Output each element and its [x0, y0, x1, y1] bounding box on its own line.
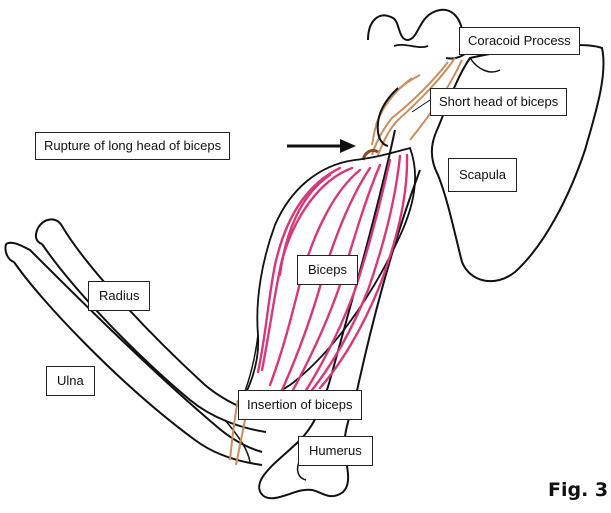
glenoid-detail	[470, 58, 500, 72]
label-scapula: Scapula	[448, 158, 517, 192]
label-rupture-of-long-head: Rupture of long head of biceps	[35, 132, 230, 160]
label-ulna: Ulna	[46, 366, 95, 396]
label-radius: Radius	[88, 281, 150, 311]
ulna-end	[5, 244, 14, 262]
short-head-leader	[412, 100, 430, 112]
label-humerus: Humerus	[298, 436, 373, 466]
rupture-arrow	[287, 139, 356, 153]
label-coracoid-process: Coracoid Process	[459, 27, 580, 55]
rupture-stump	[378, 88, 398, 146]
figure-caption: Fig. 3	[548, 479, 608, 501]
label-insertion-of-biceps: Insertion of biceps	[238, 390, 362, 420]
label-biceps: Biceps	[297, 255, 358, 285]
coracoid-detail	[394, 45, 428, 47]
label-short-head-of-biceps: Short head of biceps	[430, 88, 567, 116]
radius-end	[36, 228, 42, 244]
